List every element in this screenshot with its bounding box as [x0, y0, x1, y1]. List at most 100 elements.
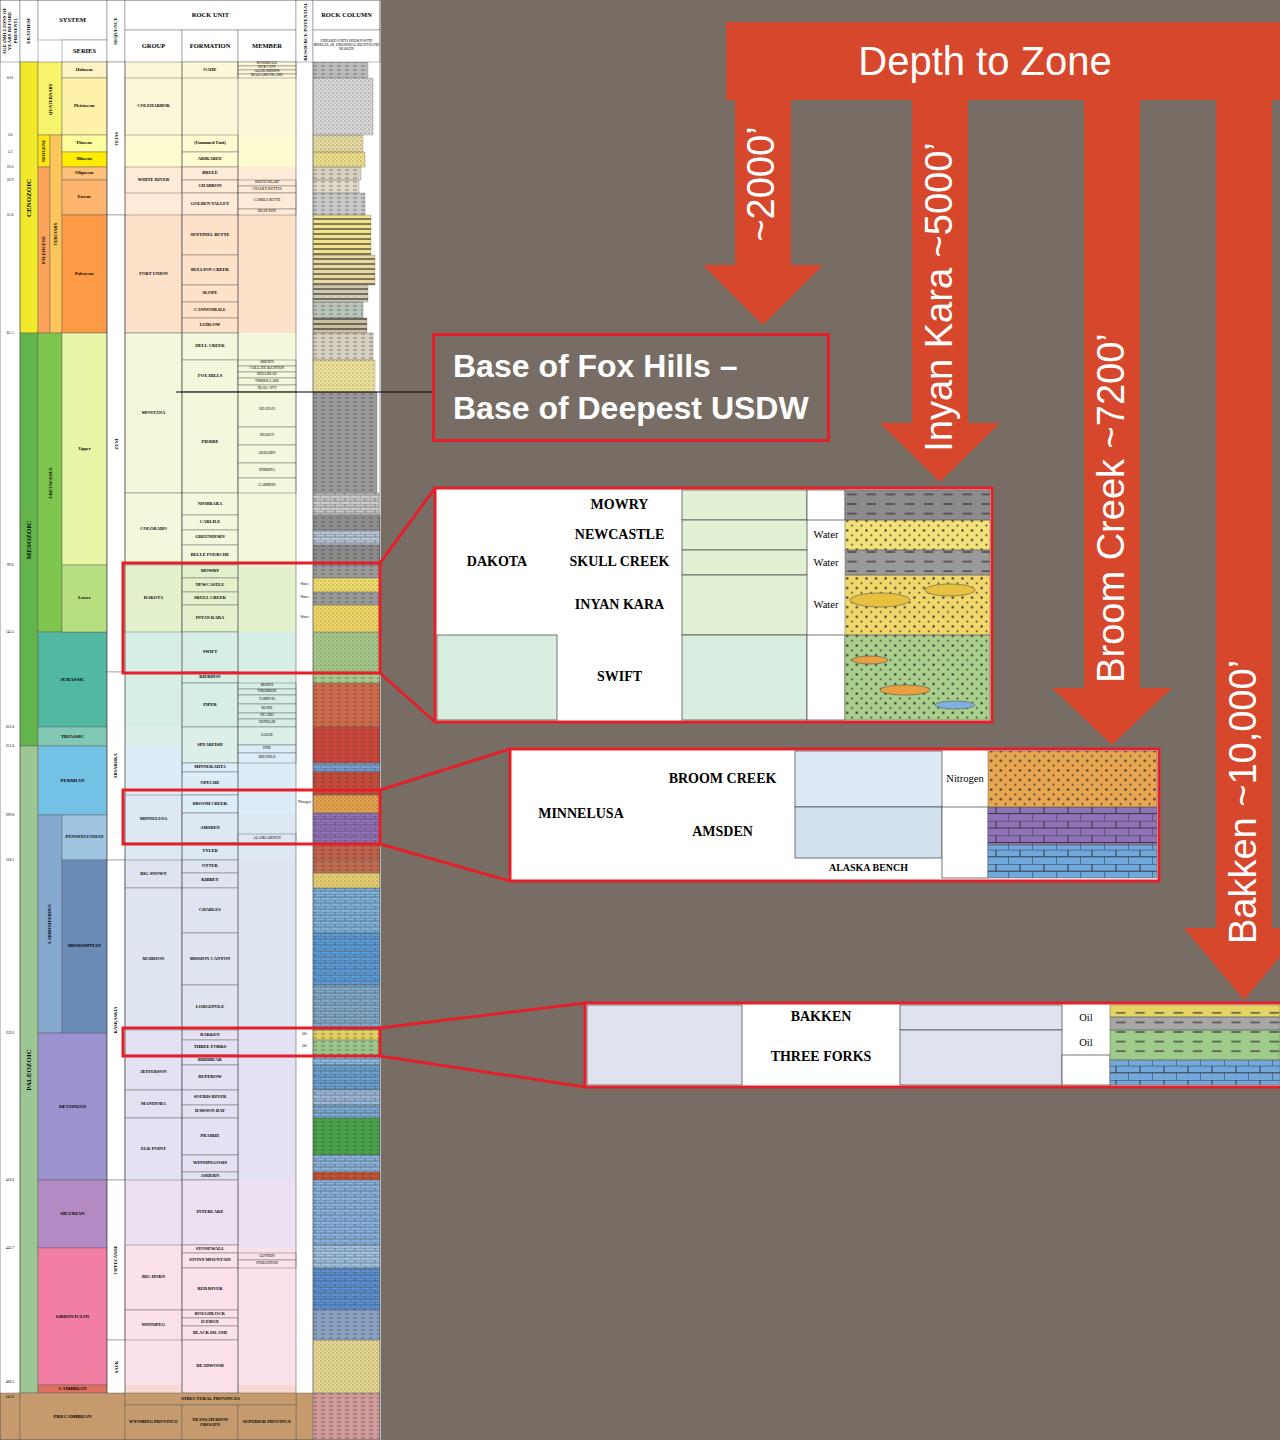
sequence-label: TEJAS	[107, 62, 125, 215]
rock-column	[313, 62, 368, 78]
rock-column	[313, 592, 380, 605]
age-number: 359.2	[0, 1030, 20, 1036]
zoom-panel	[435, 488, 1280, 1087]
chart-cell	[238, 683, 296, 689]
rock-column	[313, 1340, 380, 1393]
formation-label: STONY MOUNTAIN	[182, 1253, 238, 1268]
rock-column	[313, 62, 368, 78]
chart-cell	[125, 1245, 182, 1310]
zoom-panel	[988, 845, 1157, 878]
zoom-panel	[900, 1005, 1062, 1030]
rock-column	[313, 215, 371, 255]
zoom-panel	[795, 807, 942, 858]
chart-cell	[62, 815, 107, 860]
rock-column	[313, 215, 371, 255]
group-label: FORT UNION	[125, 215, 182, 333]
formation-label: SENTINEL BUTTE	[182, 215, 238, 255]
highlight-outline	[380, 844, 510, 881]
chart-cell	[20, 0, 38, 62]
rock-column	[313, 772, 380, 795]
age-number: 0.01	[0, 75, 20, 81]
formation-label: NIOBRARA	[182, 493, 238, 515]
zoom-panel	[682, 575, 807, 635]
resource-label: Oil	[296, 1032, 313, 1038]
group-label: ELK POINT	[125, 1118, 182, 1180]
chart-cell	[38, 1180, 107, 1248]
formation-label: MISSION CANYON	[182, 933, 238, 985]
chart-ground	[125, 62, 296, 135]
table-cell: ALASKA BENCH	[795, 858, 942, 878]
age-number: 251.0	[0, 743, 20, 749]
chart-cell	[182, 392, 238, 493]
rock-column	[313, 933, 380, 985]
rock-column	[313, 795, 380, 813]
rock-column	[313, 1310, 380, 1340]
group-label: MONTANA	[125, 333, 182, 493]
member-label: BELFIELD	[238, 753, 296, 763]
chart-cell	[182, 578, 238, 592]
age-number: 23.0	[0, 164, 20, 170]
member-label: MALLARD ISLAND	[238, 74, 296, 78]
chart-cell	[62, 152, 107, 167]
chart-cell	[125, 795, 182, 843]
formation-label: OAHE	[182, 62, 238, 78]
rock-column	[313, 727, 380, 763]
series-label: Oligocene	[62, 167, 107, 180]
zoom-panel	[682, 520, 807, 550]
column-rule	[238, 62, 239, 1393]
column-rule	[313, 62, 314, 1393]
chart-cell	[125, 0, 296, 30]
chart-ground	[125, 135, 296, 167]
leader-line	[176, 392, 432, 393]
formation-label: OTTER	[182, 860, 238, 873]
resource-label: Water	[807, 550, 845, 575]
chart-cell	[296, 0, 313, 62]
formation-label: ICEBOX	[182, 1318, 238, 1326]
rock-column	[313, 1172, 380, 1180]
member-label: FIREMOON	[238, 689, 296, 695]
chart-cell	[238, 378, 296, 385]
zoom-panel	[845, 520, 990, 550]
rock-column	[313, 888, 380, 933]
rock-column	[313, 167, 361, 180]
chart-cell	[238, 180, 296, 186]
chart-cell	[38, 632, 107, 727]
chart-cell	[107, 1180, 125, 1340]
chart-cell	[182, 860, 238, 873]
chart-cell	[20, 333, 38, 746]
chart-cell	[238, 745, 296, 753]
formation-label: INTERLAKE	[182, 1180, 238, 1245]
rock-column	[313, 1090, 380, 1105]
highlight-outline	[585, 1003, 1280, 1087]
erathem-label: CENOZOIC	[20, 62, 38, 333]
chart-cell	[238, 360, 296, 366]
chart-cell	[238, 719, 296, 727]
system-label: PRECAMBRIAN	[20, 1393, 125, 1440]
rock-column	[313, 763, 380, 772]
series-label: Holocene	[62, 62, 107, 78]
rock-column	[313, 1030, 380, 1040]
formation-label: SWIFT	[182, 632, 238, 672]
formation-label: BIRDBEAR	[182, 1055, 238, 1065]
rock-column	[313, 392, 377, 493]
resource-label: Nitrogen	[296, 800, 313, 806]
zoom-panel	[682, 635, 807, 720]
table-cell: AMSDEN	[650, 807, 795, 858]
chart-cell	[20, 1393, 125, 1440]
chart-cell	[107, 860, 125, 1180]
group-label: COLEHARBOR	[125, 78, 182, 135]
zoom-panel	[435, 488, 992, 722]
chart-cell	[125, 167, 182, 193]
rock-column	[313, 302, 363, 318]
chart-cell	[20, 62, 38, 333]
age-number: 99.6	[0, 562, 20, 568]
rock-column	[313, 1105, 380, 1118]
age-number: 542.0	[0, 1394, 20, 1400]
chart-cell	[38, 815, 62, 1033]
formation-label: WINNIPEGOSIS	[182, 1155, 238, 1172]
chart-cell	[238, 713, 296, 719]
chart-cell	[182, 727, 238, 763]
chart-cell	[238, 427, 296, 445]
age-number: 201.6	[0, 724, 20, 730]
rock-column	[313, 592, 380, 605]
